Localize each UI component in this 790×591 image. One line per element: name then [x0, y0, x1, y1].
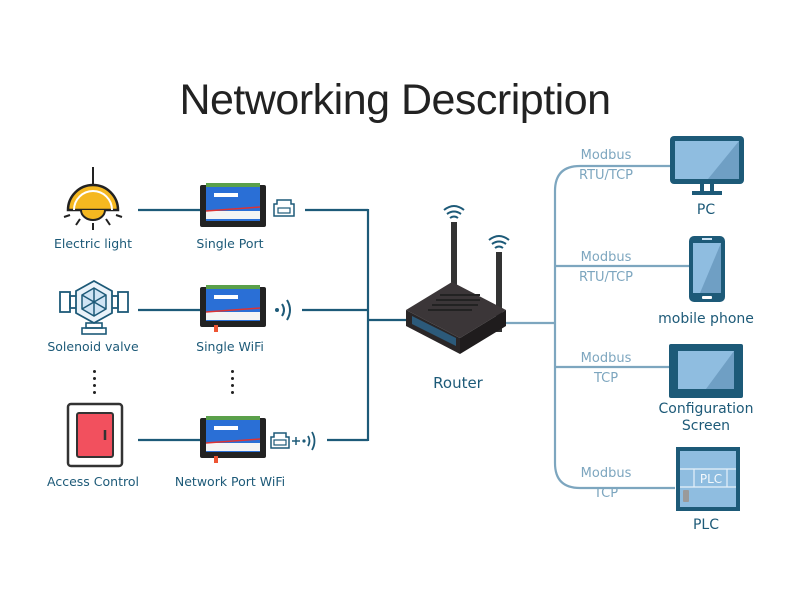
protocol-line: Modbus	[580, 466, 632, 481]
device-label-access-control: Access Control	[47, 474, 139, 489]
protocol-label-plc: Modbus TCP	[566, 464, 646, 504]
solenoid-valve-icon	[59, 280, 129, 335]
device-label-electric-light: Electric light	[54, 236, 132, 251]
wifi-signal-icon	[275, 299, 291, 321]
ethernet-port-icon	[273, 199, 295, 217]
io-controller-icon	[200, 183, 266, 227]
controller-label-single-wifi: Single WiFi	[196, 339, 264, 354]
protocol-line: Modbus	[580, 250, 632, 265]
protocol-line: TCP	[593, 371, 619, 386]
ceiling-lamp-icon	[63, 167, 123, 230]
router-icon	[406, 205, 510, 354]
right-bus	[553, 164, 675, 490]
label-line: Screen	[681, 418, 731, 434]
ethernet-plus-wifi-icon	[270, 431, 316, 451]
protocol-label-pc: Modbus RTU/TCP	[566, 146, 646, 186]
device-label-configuration-screen: Configuration Screen	[648, 401, 764, 435]
io-controller-icon	[200, 285, 266, 332]
protocol-line: RTU/TCP	[578, 168, 634, 183]
more-controllers-ellipsis	[231, 370, 234, 398]
controller-label-network-port-wifi: Network Port WiFi	[174, 474, 286, 489]
protocol-label-screen: Modbus TCP	[566, 349, 646, 389]
plc-icon	[676, 447, 740, 511]
device-label-plc: PLC	[692, 517, 720, 533]
router-label: Router	[433, 374, 483, 392]
touch-screen-icon	[669, 344, 743, 398]
door-icon	[66, 402, 124, 468]
monitor-icon	[670, 136, 744, 195]
controller-label-single-port: Single Port	[196, 236, 264, 251]
device-label-pc: PC	[696, 202, 716, 218]
plc-badge: PLC	[699, 472, 723, 486]
protocol-line: TCP	[593, 486, 619, 501]
page-title: Networking Description	[179, 76, 611, 124]
smartphone-icon	[689, 236, 725, 302]
label-line: Configuration	[658, 401, 754, 417]
protocol-label-phone: Modbus RTU/TCP	[566, 248, 646, 288]
device-label-solenoid-valve: Solenoid valve	[47, 339, 139, 354]
more-devices-ellipsis	[93, 370, 96, 398]
device-label-mobile-phone: mobile phone	[658, 311, 754, 327]
io-controller-icon	[200, 416, 266, 463]
protocol-line: RTU/TCP	[578, 270, 634, 285]
protocol-line: Modbus	[580, 351, 632, 366]
protocol-line: Modbus	[580, 148, 632, 163]
